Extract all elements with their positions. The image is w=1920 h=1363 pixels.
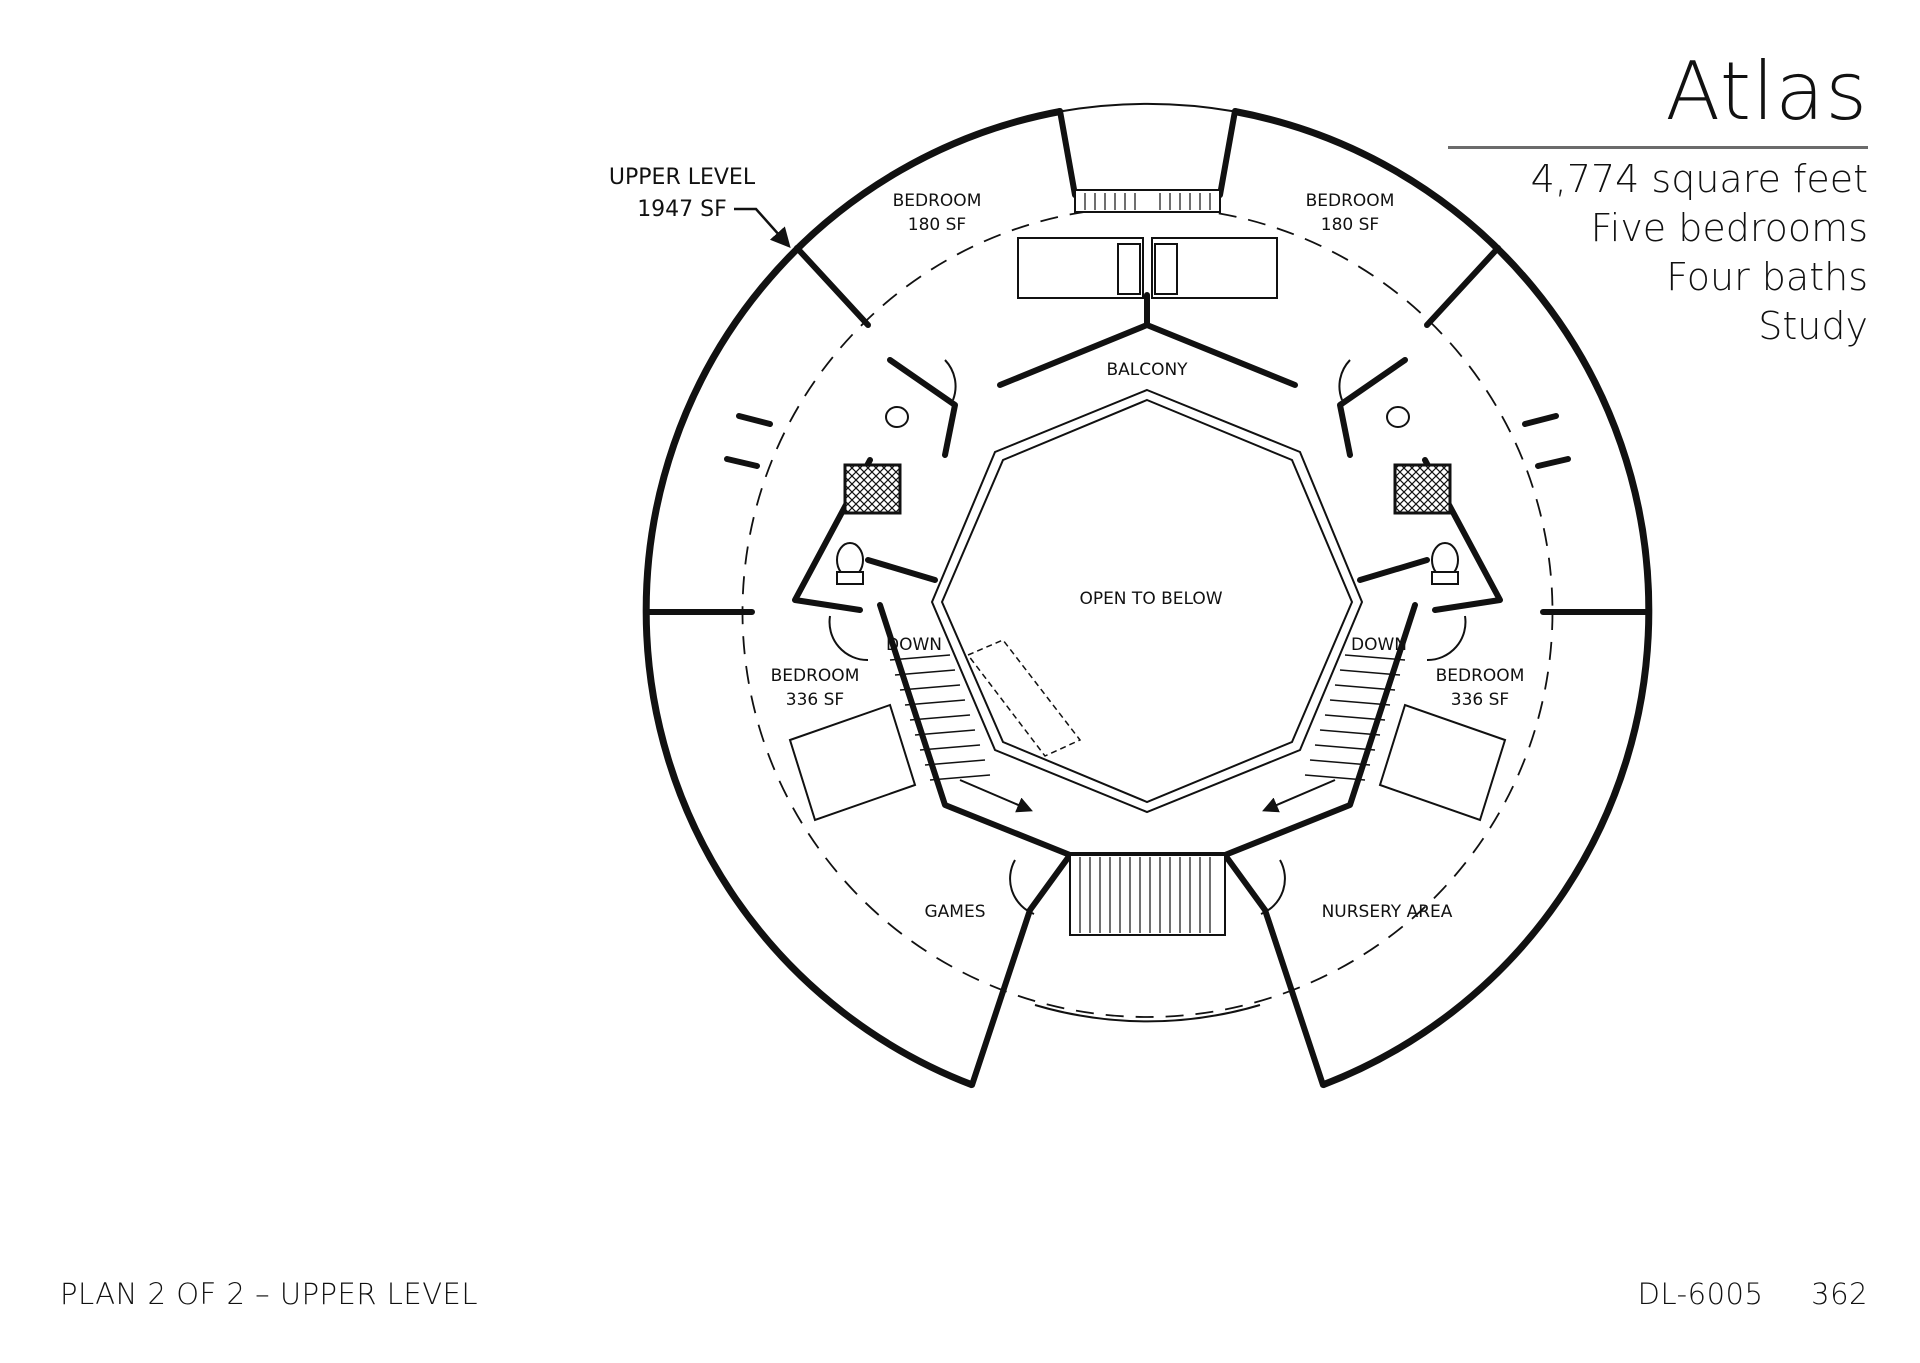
page-number: 362 — [1811, 1277, 1868, 1311]
balcony-label: BALCONY — [1106, 360, 1188, 380]
plan-sheet-label: PLAN 2 OF 2 – UPPER LEVEL — [60, 1277, 479, 1311]
bedroom-w-area: 336 SF — [786, 690, 844, 710]
door-swings — [828, 359, 1467, 915]
bathrooms — [836, 406, 1459, 585]
bedroom-ne-area: 180 SF — [1321, 215, 1379, 235]
upper-walkway — [1074, 189, 1221, 213]
staircases — [889, 654, 1406, 813]
feature-area: 4,774 square feet — [1530, 157, 1868, 201]
games-label: GAMES — [924, 902, 985, 922]
balcony-railing — [930, 388, 1364, 814]
plan-code: DL-6005 — [1637, 1277, 1764, 1311]
bedroom-nw-area: 180 SF — [908, 215, 966, 235]
feature-bedrooms: Five bedrooms — [1590, 206, 1868, 250]
plan-title: Atlas — [1665, 45, 1868, 138]
title-rule — [1448, 146, 1868, 149]
feature-study: Study — [1758, 304, 1868, 348]
down-right-label: DOWN — [1351, 635, 1407, 655]
central-stair — [1069, 854, 1226, 936]
nursery-label: NURSERY AREA — [1322, 902, 1453, 922]
bedroom-e-area: 336 SF — [1451, 690, 1509, 710]
beds — [788, 237, 1507, 822]
bedroom-nw-name: BEDROOM — [893, 191, 982, 211]
level-callout-name: UPPER LEVEL — [609, 165, 756, 190]
level-callout-area: 1947 SF — [637, 197, 727, 222]
bedroom-ne-name: BEDROOM — [1306, 191, 1395, 211]
bedroom-w-name: BEDROOM — [771, 666, 860, 686]
bedroom-e-name: BEDROOM — [1436, 666, 1525, 686]
title-block: Atlas 4,774 square feet Five bedrooms Fo… — [1448, 52, 1868, 351]
dashed-outline — [966, 639, 1082, 757]
plan-code-block: DL-6005 362 — [1638, 1277, 1868, 1311]
down-left-label: DOWN — [886, 635, 942, 655]
level-callout-arrow — [734, 207, 791, 248]
feature-baths: Four baths — [1666, 255, 1868, 299]
open-to-below-label: OPEN TO BELOW — [1079, 589, 1222, 609]
